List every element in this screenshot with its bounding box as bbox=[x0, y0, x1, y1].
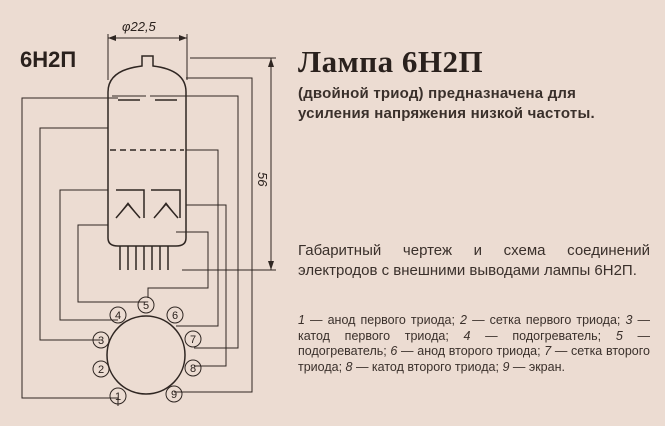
pin-markers: 1 2 3 4 5 6 7 8 9 bbox=[92, 296, 202, 405]
figure-caption: Габаритный чертеж и схема соединений эле… bbox=[298, 242, 650, 279]
height-label: 56 bbox=[255, 172, 270, 187]
tube-label: 6Н2П bbox=[20, 47, 76, 72]
pin-number-4: 4 bbox=[115, 310, 121, 322]
base-pins bbox=[119, 246, 169, 270]
pin-entry: 3 — катод первого триода; bbox=[298, 313, 650, 343]
page-title: Лампа 6Н2П bbox=[298, 44, 484, 79]
pin-entry: 1 — анод первого триода; bbox=[298, 313, 461, 327]
pin-entry: 2 — сетка первого триода; bbox=[460, 313, 626, 327]
wiring bbox=[21, 77, 253, 406]
description-paren: (двойной триод) bbox=[298, 85, 424, 102]
description-rest: предназначена для усиления напряжения ни… bbox=[298, 85, 595, 122]
tube-diagram: 6Н2П φ22,5 56 bbox=[20, 19, 276, 406]
tube-description: (двойной триод) предназначена для усилен… bbox=[298, 84, 650, 124]
pin-number-7: 7 bbox=[190, 334, 196, 346]
pin-entry: 9 — экран. bbox=[502, 359, 565, 374]
pin-entry: 6 — анод второго триода; bbox=[390, 344, 545, 358]
cathodes bbox=[115, 189, 181, 219]
pin-number-6: 6 bbox=[172, 310, 178, 322]
pin-number-5: 5 bbox=[143, 300, 149, 312]
pin-legend: 1 — анод первого триода; 2 — сетка перво… bbox=[298, 313, 650, 375]
socket-circle bbox=[106, 315, 186, 395]
diameter-label: φ22,5 bbox=[122, 19, 157, 34]
tube-envelope bbox=[107, 55, 187, 247]
pin-number-8: 8 bbox=[190, 363, 196, 375]
height-dimension: 56 bbox=[182, 57, 276, 271]
pin-entry: 7 — сетка второго триода; bbox=[298, 344, 650, 374]
diameter-dimension: φ22,5 bbox=[107, 19, 188, 80]
pin-entry: 8 — катод второго триода; bbox=[345, 359, 503, 374]
pin-number-2: 2 bbox=[98, 364, 104, 376]
pin-entry: 4 — подогреватель; bbox=[463, 328, 616, 343]
anode-plates bbox=[112, 95, 182, 101]
pin-number-3: 3 bbox=[98, 335, 104, 347]
pin-number-1: 1 bbox=[115, 391, 121, 403]
pin-entry: 5 — подогреватель; bbox=[298, 328, 650, 359]
pin-number-9: 9 bbox=[171, 389, 177, 401]
